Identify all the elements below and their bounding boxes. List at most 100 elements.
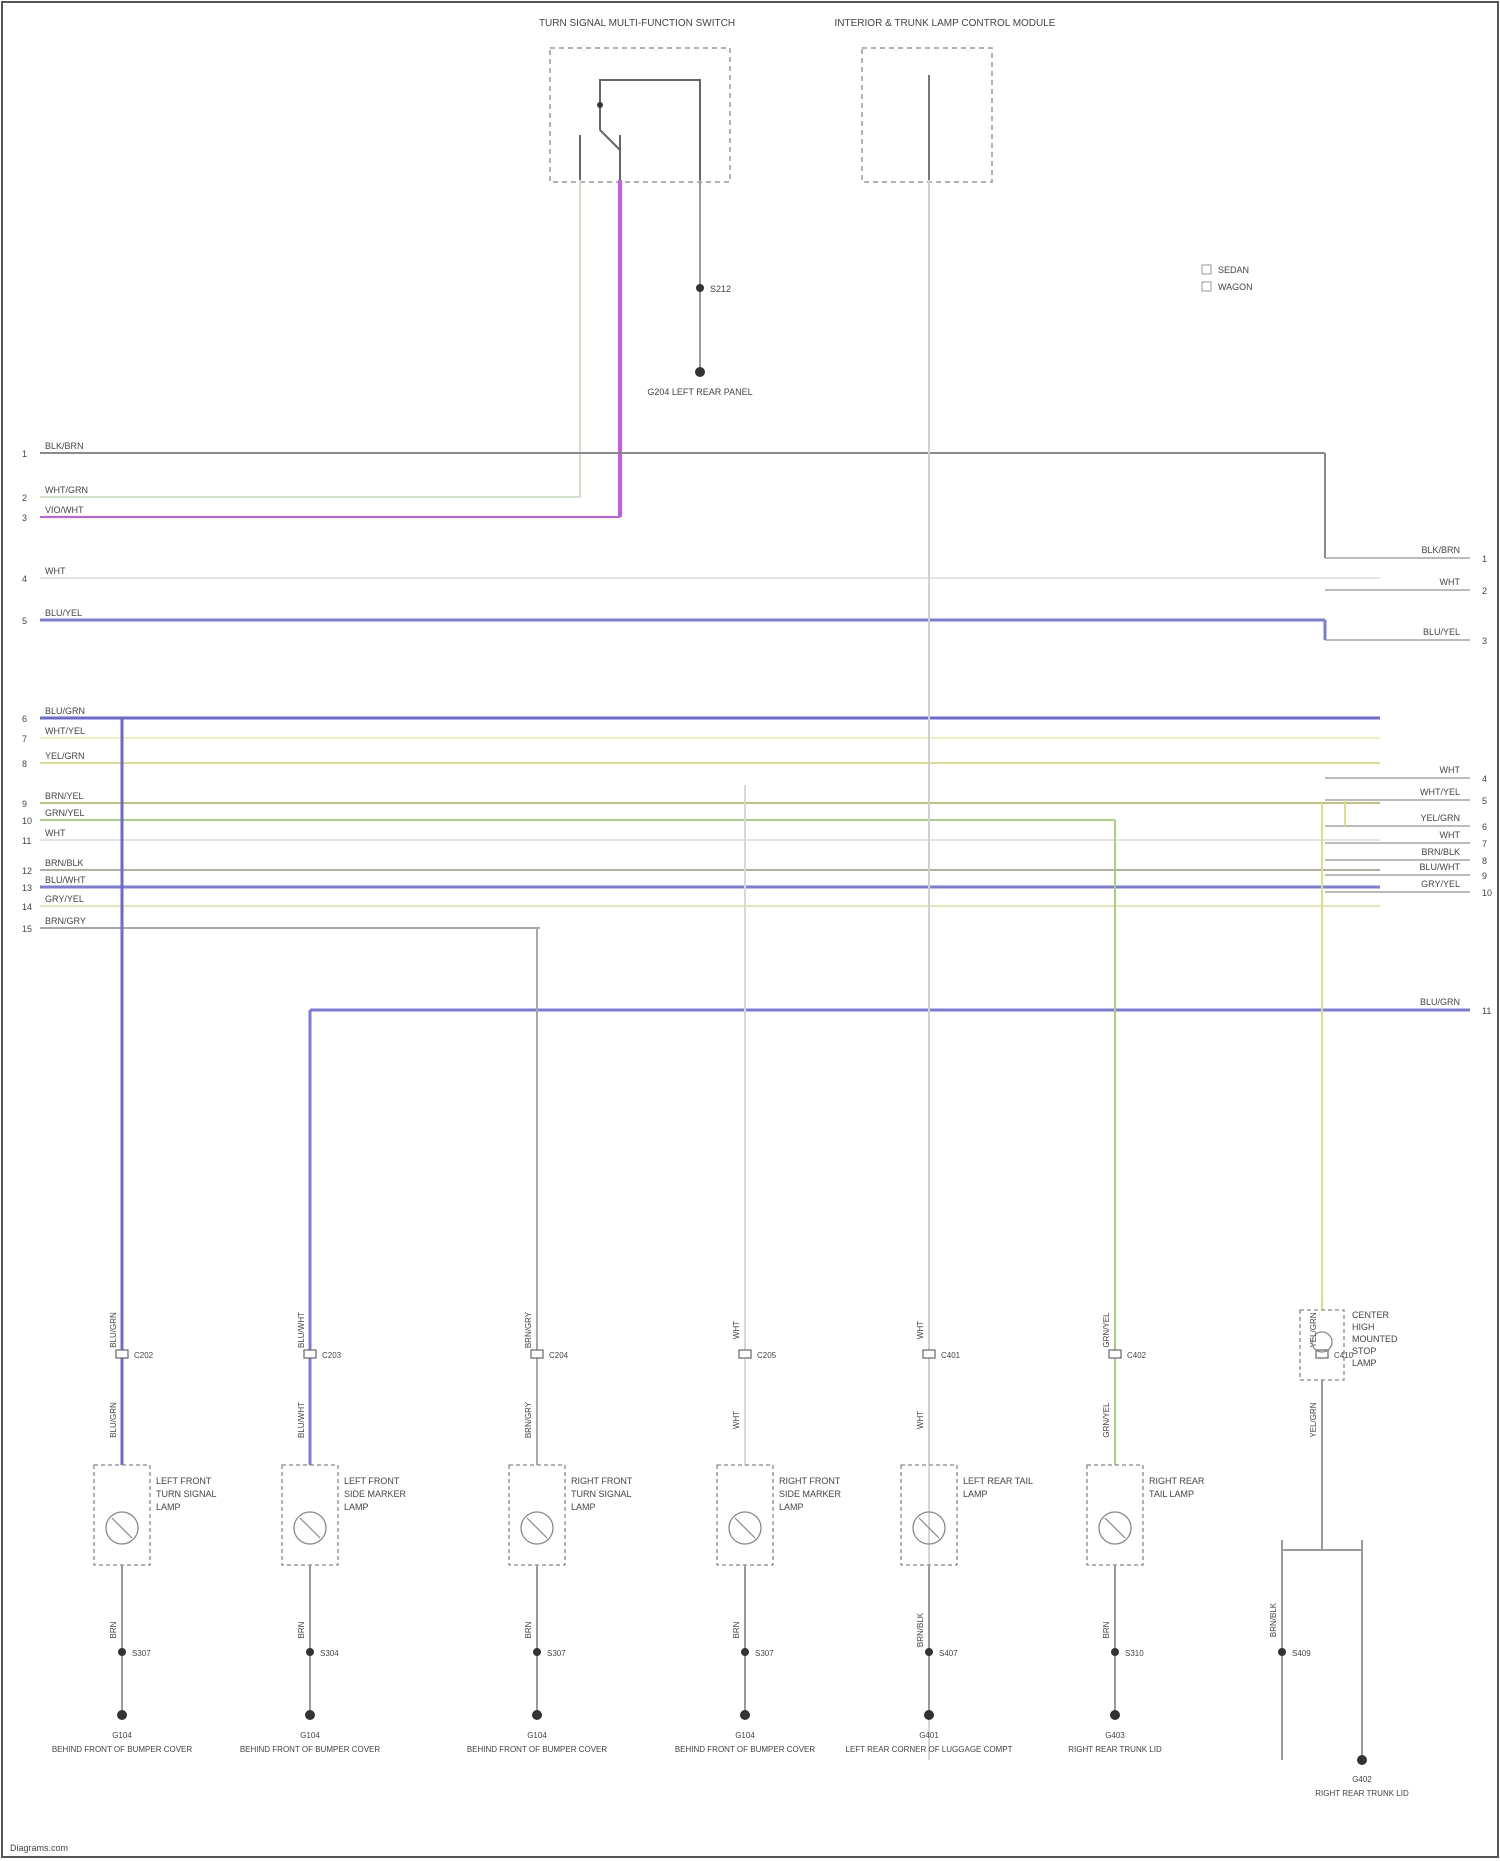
bus-left-label-3: VIO/WHT — [45, 505, 84, 515]
lamp-ground-label: G403 — [1105, 1731, 1125, 1740]
lamp-1: BLU/GRNBLU/GRNC202LEFT FRONTTURN SIGNALL… — [52, 718, 217, 1754]
bus-right-label-5: WHT/YEL — [1420, 787, 1460, 797]
lamp-wire-mid-label: BLU/GRN — [109, 1402, 118, 1438]
lamp-connector-label: C205 — [757, 1351, 777, 1360]
lamp-splice-label: S310 — [1125, 1649, 1144, 1658]
bus-left-pin-8: 8 — [22, 759, 27, 769]
lamp-housing — [94, 1465, 150, 1565]
bus-right-label-10: GRY/YEL — [1421, 879, 1460, 889]
bus-right-pin-7: 7 — [1482, 839, 1487, 849]
bus-left-label-4: WHT — [45, 566, 66, 576]
lamp-name-line: HIGH — [1352, 1322, 1375, 1332]
bus-right-pin-1: 1 — [1482, 554, 1487, 564]
bus-left-pin-3: 3 — [22, 513, 27, 523]
splice-s212-label: S212 — [710, 284, 731, 294]
lamp-connector-label: C202 — [134, 1351, 154, 1360]
bus-left-label-7: WHT/YEL — [45, 726, 85, 736]
lamp-wire-mid-label: WHT — [732, 1411, 741, 1429]
bus-left-pin-13: 13 — [22, 883, 32, 893]
lamp-7: YEL/GRNYEL/GRNC410CENTERHIGHMOUNTEDSTOPL… — [1269, 803, 1409, 1798]
lamp-wire-bottom-label: BRN/BLK — [1269, 1602, 1278, 1637]
bus-left-label-1: BLK/BRN — [45, 441, 84, 451]
bus-right-label-9: BLU/WHT — [1420, 862, 1461, 872]
lamp-housing — [509, 1465, 565, 1565]
lamp-wire-top-label: BLU/WHT — [297, 1312, 306, 1348]
lamp-connector-label: C402 — [1127, 1351, 1147, 1360]
ground-g204-label: G204 LEFT REAR PANEL — [647, 387, 752, 397]
ground-g204-dot — [695, 367, 705, 377]
lamp-connector — [116, 1350, 128, 1358]
bus-left-pin-15: 15 — [22, 924, 32, 934]
top-left-component-title: TURN SIGNAL MULTI-FUNCTION SWITCH — [539, 18, 735, 29]
bus-left-pin-4: 4 — [22, 574, 27, 584]
lamp-wire-bottom-label: BRN — [1102, 1621, 1111, 1638]
lamp-connector — [531, 1350, 543, 1358]
lamp-splice-label: S409 — [1292, 1649, 1311, 1658]
lamp-wire-bottom-label: BRN — [732, 1621, 741, 1638]
multifunction-switch-box — [550, 48, 730, 182]
switch-contacts — [580, 80, 700, 180]
lamp-name-line: CENTER — [1352, 1310, 1390, 1320]
lamp-ground-label: G104 — [112, 1731, 132, 1740]
lamp-name-line: TURN SIGNAL — [156, 1489, 217, 1499]
bus-right-label-8: BRN/BLK — [1421, 847, 1460, 857]
lamp-wire-bottom-label: BRN — [297, 1621, 306, 1638]
lamp-wire-mid-label: BLU/WHT — [297, 1402, 306, 1438]
lamp-splice-label: S304 — [320, 1649, 339, 1658]
lamp-splice-dot — [1278, 1648, 1286, 1656]
lamp-splice-label: S307 — [132, 1649, 151, 1658]
lamp-name-line: LAMP — [1352, 1358, 1377, 1368]
lamp-name-line: LEFT REAR TAIL — [963, 1476, 1033, 1486]
splice-s212-dot — [696, 284, 704, 292]
lamp-wire-mid-label: WHT — [916, 1411, 925, 1429]
lamp-name-line: TAIL LAMP — [1149, 1489, 1194, 1499]
lamp-ground-note: BEHIND FRONT OF BUMPER COVER — [52, 1745, 193, 1754]
lamp-splice-label: S307 — [547, 1649, 566, 1658]
bus-left-label-12: BRN/BLK — [45, 858, 84, 868]
bus-right-pin-5: 5 — [1482, 796, 1487, 806]
bus-left-pin-11: 11 — [22, 836, 31, 846]
lamp-connector-label: C401 — [941, 1351, 961, 1360]
lamp-ground-note: RIGHT REAR TRUNK LID — [1315, 1789, 1409, 1798]
lamp-name-line: LEFT FRONT — [344, 1476, 400, 1486]
lamp-ground-dot — [117, 1710, 127, 1720]
legend-sedan: SEDAN — [1218, 265, 1249, 275]
lamp-filament — [527, 1518, 547, 1538]
bus-left-pin-5: 5 — [22, 616, 27, 626]
lamp-filament — [1105, 1518, 1125, 1538]
bus-right-pin-10: 10 — [1482, 888, 1492, 898]
lamp-filament — [300, 1518, 320, 1538]
lamp-wire-top-label: GRN/YEL — [1102, 1312, 1111, 1348]
lamp-wire-bottom-label: BRN — [109, 1621, 118, 1638]
bus-right-pin-3: 3 — [1482, 636, 1487, 646]
lamp-wire-top-label: BRN/GRY — [524, 1311, 533, 1348]
bus-left-pin-1: 1 — [22, 449, 27, 459]
bus-right-label-1: BLK/BRN — [1421, 545, 1460, 555]
bus-left-label-6: BLU/GRN — [45, 706, 85, 716]
lamp-3: BRN/GRYBRN/GRYC204RIGHT FRONTTURN SIGNAL… — [467, 928, 633, 1754]
bus-right-label-2: WHT — [1440, 577, 1461, 587]
bus-left-label-14: GRY/YEL — [45, 894, 84, 904]
lamp-name-line: RIGHT REAR — [1149, 1476, 1205, 1486]
bus-right-label-11: BLU/GRN — [1420, 997, 1460, 1007]
bus-left-pin-2: 2 — [22, 493, 27, 503]
bus-left-pin-14: 14 — [22, 902, 32, 912]
lamp-name-line: LAMP — [779, 1502, 804, 1512]
lamp-ground-dot — [924, 1710, 934, 1720]
bus-right-pin-2: 2 — [1482, 586, 1487, 596]
lamp-ground-note: BEHIND FRONT OF BUMPER COVER — [467, 1745, 608, 1754]
lamp-ground-label: G402 — [1352, 1775, 1372, 1784]
lamp-wire-bottom-label: BRN — [524, 1621, 533, 1638]
lamp-connector-label: C203 — [322, 1351, 342, 1360]
bus-right-label-3: BLU/YEL — [1423, 627, 1460, 637]
lamp-name-line: LAMP — [571, 1502, 596, 1512]
legend-wagon: WAGON — [1218, 282, 1253, 292]
lamp-splice-dot — [925, 1648, 933, 1656]
bus-left-label-11: WHT — [45, 828, 66, 838]
bus-right-pin-6: 6 — [1482, 822, 1487, 832]
bus-right-label-6: YEL/GRN — [1420, 813, 1460, 823]
switch-pivot — [597, 102, 603, 108]
